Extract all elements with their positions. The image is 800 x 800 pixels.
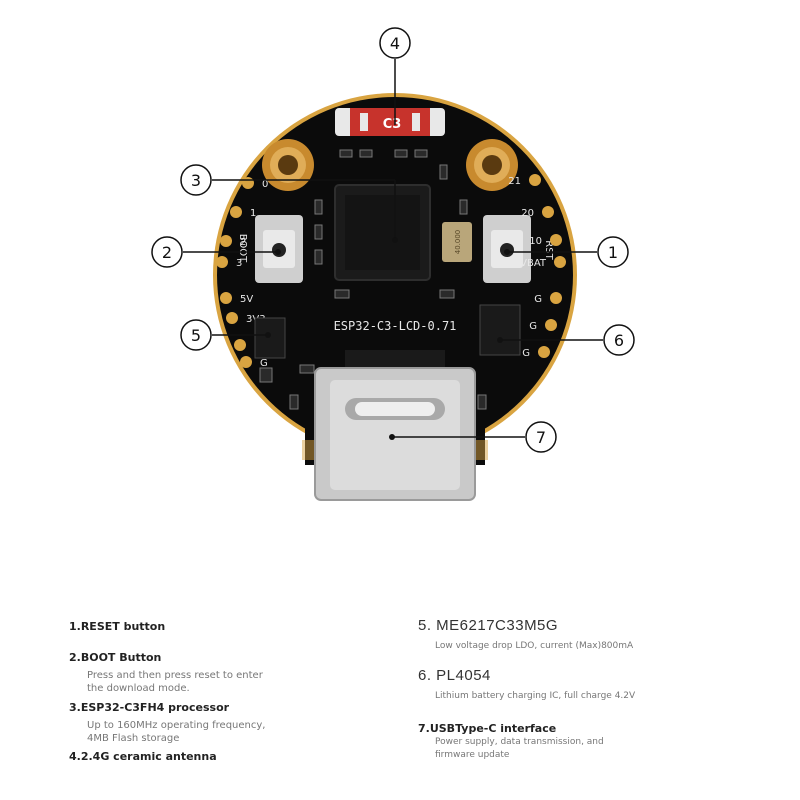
pin-pad	[550, 292, 562, 304]
legend-desc: firmware update	[435, 750, 510, 760]
callout-3: 3	[180, 164, 212, 196]
pin-label: 5V	[240, 294, 253, 305]
pin-label: 1	[250, 208, 256, 219]
callout-1: 1	[597, 236, 629, 268]
ceramic-antenna: C3	[335, 108, 445, 136]
legend-desc: Power supply, data transmission, and	[435, 737, 604, 747]
legend-item-4: 4.2.4G ceramic antenna	[69, 750, 217, 763]
callout-2: 2	[151, 236, 183, 268]
pin-pad	[545, 319, 557, 331]
pin-label: 2	[240, 237, 246, 248]
callout-6: 6	[603, 324, 635, 356]
boot-button	[255, 215, 303, 283]
pin-label: 20	[521, 208, 534, 219]
pin-label: 3	[236, 258, 242, 269]
callout-7: 7	[525, 421, 557, 453]
usb-c-connector	[314, 350, 476, 501]
legend-item-5: 5. ME6217C33M5G Low voltage drop LDO, cu…	[418, 617, 633, 653]
legend-title: 5. ME6217C33M5G	[418, 617, 559, 634]
callout-dots	[265, 237, 510, 440]
pin-pad	[240, 356, 252, 368]
esp32-processor	[334, 184, 431, 281]
pin-pad	[226, 312, 238, 324]
mounting-hole-left	[262, 139, 314, 191]
legend-title: 4.2.4G ceramic antenna	[69, 750, 217, 763]
pin-pad	[538, 346, 550, 358]
pin-pad	[554, 256, 566, 268]
legend-item-3: 3.ESP32-C3FH4 processor Up to 160MHz ope…	[69, 701, 265, 745]
callout-lines	[183, 59, 603, 438]
mounting-hole-right	[466, 139, 518, 191]
pin-label: G	[529, 321, 537, 332]
pin-pad	[550, 234, 562, 246]
pin-label: 10	[529, 236, 542, 247]
legend-title: 2.BOOT Button	[69, 651, 162, 664]
pin-pad	[220, 292, 232, 304]
board-diagram: C3 40.000 BOOT RST 01235V3V3GG 212010VBA…	[151, 27, 635, 501]
legend-item-6: 6. PL4054 Lithium battery charging IC, f…	[418, 667, 635, 703]
legend-title: 1.RESET button	[69, 620, 166, 633]
svg-text:C3: C3	[383, 117, 402, 132]
callout-number: 3	[191, 171, 201, 190]
pin-pad	[542, 206, 554, 218]
callout-4: 4	[379, 27, 411, 59]
pin-pad	[230, 206, 242, 218]
callout-number: 7	[536, 428, 546, 447]
smd-components	[259, 149, 487, 410]
legend-desc: Lithium battery charging IC, full charge…	[435, 691, 636, 701]
pin-label: 21	[508, 176, 521, 187]
legend-item-7: 7.USBType-C interface Power supply, data…	[418, 722, 604, 762]
svg-text:40.000: 40.000	[454, 230, 462, 255]
legend-desc: 4MB Flash storage	[87, 733, 180, 744]
pin-pad	[529, 174, 541, 186]
svg-text:ESP32-C3-LCD-0.71: ESP32-C3-LCD-0.71	[334, 319, 457, 333]
pin-pad	[242, 177, 254, 189]
pin-pad	[220, 235, 232, 247]
pin-label: G	[522, 348, 530, 359]
legend-desc: Low voltage drop LDO, current (Max)800mA	[435, 641, 634, 651]
callout-number: 4	[390, 34, 400, 53]
charging-ic	[479, 304, 521, 356]
legend-desc: Up to 160MHz operating frequency,	[87, 720, 266, 731]
callout-number: 2	[162, 243, 172, 262]
legend-title: 7.USBType-C interface	[418, 722, 557, 735]
ldo-chip	[254, 317, 286, 359]
pin-label: G	[260, 358, 268, 369]
crystal: 40.000	[442, 222, 472, 262]
callout-5: 5	[180, 319, 212, 351]
pin-pad	[216, 256, 228, 268]
callout-number: 5	[191, 326, 201, 345]
legend-desc: Press and then press reset to enter	[87, 670, 263, 681]
callout-number: 6	[614, 331, 624, 350]
legend-title: 3.ESP32-C3FH4 processor	[69, 701, 230, 714]
legend-title: 6. PL4054	[418, 667, 491, 684]
svg-text:RST: RST	[543, 240, 554, 260]
svg-text:BOOT: BOOT	[237, 234, 248, 263]
pin-label: G	[534, 294, 542, 305]
legend-item-1: 1.RESET button	[69, 620, 165, 633]
callout-number: 1	[608, 243, 618, 262]
legend-desc: the download mode.	[87, 683, 190, 694]
legend-item-2: 2.BOOT Button Press and then press reset…	[69, 651, 263, 695]
pin-label: VBAT	[520, 258, 547, 269]
pin-label: 0	[262, 179, 268, 190]
pin-pad	[234, 339, 246, 351]
